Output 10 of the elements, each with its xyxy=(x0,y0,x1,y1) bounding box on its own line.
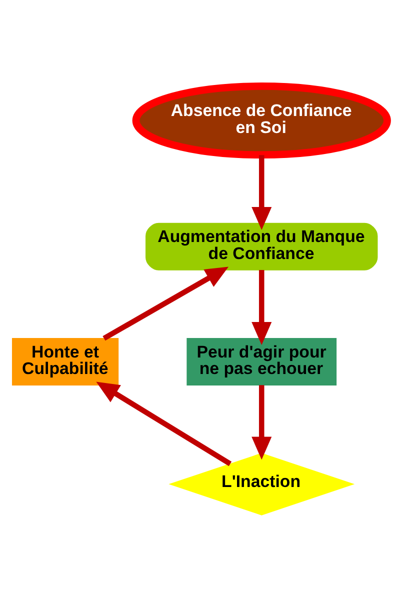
node-box: Augmentation du Manque de Confiance xyxy=(146,222,378,270)
node-ellipse: Absence de Confiance en Soi xyxy=(132,82,391,158)
arrow xyxy=(102,266,229,340)
arrow xyxy=(252,270,272,344)
node-diamond: L'Inaction xyxy=(168,452,355,515)
arrow xyxy=(252,384,272,460)
arrow xyxy=(252,154,272,230)
arrow xyxy=(96,381,232,466)
node-box: Peur d'agir pour ne pas echouer xyxy=(186,337,337,385)
node-box: Honte et Culpabilité xyxy=(12,337,119,385)
